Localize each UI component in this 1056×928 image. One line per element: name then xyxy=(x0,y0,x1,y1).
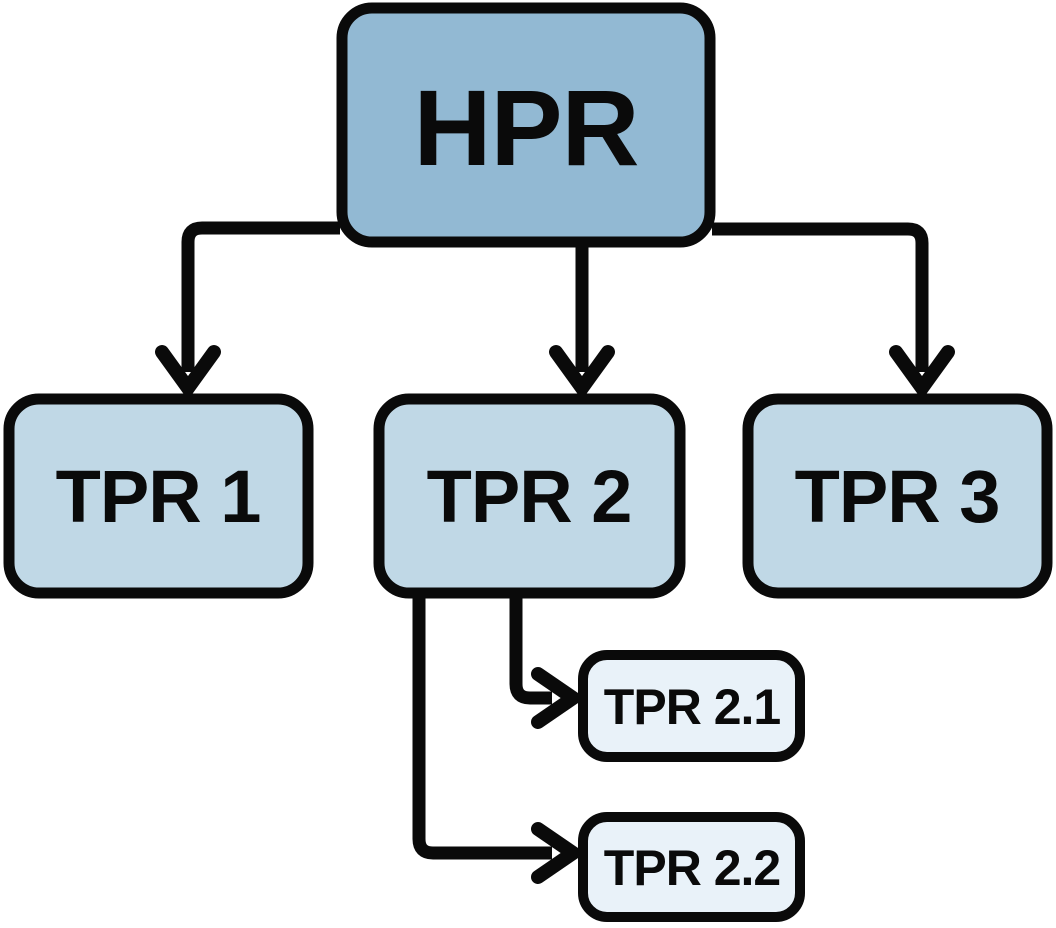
node-tpr3-box xyxy=(742,393,1053,599)
node-hpr-label: HPR xyxy=(413,67,638,188)
node-tpr22: TPR 2.2 xyxy=(578,812,805,922)
edge-hpr-to-tpr3 xyxy=(712,222,929,372)
node-tpr3-label: TPR 3 xyxy=(795,455,1000,538)
edge-tpr2-to-tpr21 xyxy=(509,594,552,705)
node-hpr-box xyxy=(336,2,716,248)
node-hpr: HPR xyxy=(336,2,716,248)
node-tpr1: TPR 1 xyxy=(3,393,314,599)
node-tpr2: TPR 2 xyxy=(373,393,686,599)
edge-hpr-to-tpr1 xyxy=(181,221,340,372)
edge-tpr2-to-tpr22 xyxy=(412,594,552,860)
arrowhead-right-tpr22 xyxy=(531,822,586,884)
node-tpr21-box xyxy=(578,650,805,762)
node-tpr22-label: TPR 2.2 xyxy=(604,840,780,896)
node-tpr3: TPR 3 xyxy=(742,393,1053,599)
node-tpr1-box xyxy=(3,393,314,599)
node-tpr2-label: TPR 2 xyxy=(427,455,632,538)
node-tpr21: TPR 2.1 xyxy=(578,650,805,762)
arrowhead-down-tpr2 xyxy=(549,345,615,400)
arrowhead-down-tpr1 xyxy=(155,345,221,400)
node-tpr2-box xyxy=(373,393,686,599)
node-tpr21-label: TPR 2.1 xyxy=(604,679,781,735)
arrowhead-right-tpr21 xyxy=(531,667,586,729)
node-tpr1-label: TPR 1 xyxy=(56,455,261,538)
arrowhead-down-tpr3 xyxy=(889,345,955,400)
node-tpr22-box xyxy=(578,812,805,922)
connector-layer xyxy=(155,221,955,884)
